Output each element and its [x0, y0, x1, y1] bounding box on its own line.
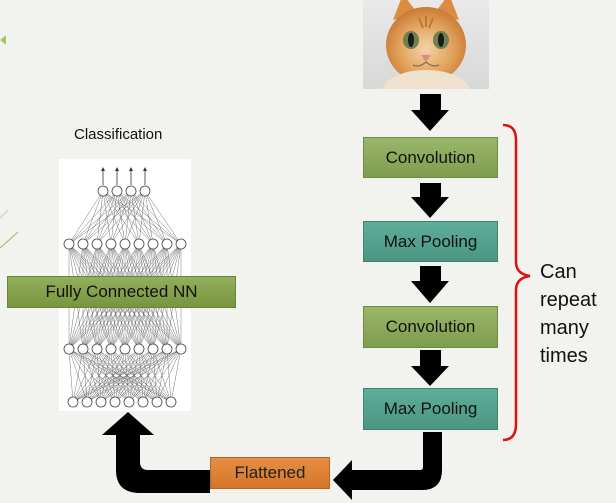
nn-node — [147, 238, 159, 250]
nn-node — [81, 396, 93, 408]
down-arrow-2 — [411, 183, 449, 218]
nn-node — [91, 238, 103, 250]
nn-node — [97, 185, 109, 197]
max-pooling-box-2: Max Pooling — [363, 388, 498, 430]
repeat-note-line: many — [540, 317, 589, 339]
nn-node — [119, 343, 131, 355]
nn-node — [165, 396, 177, 408]
nn-node — [77, 343, 89, 355]
to-fcnn-arrow — [102, 412, 210, 493]
nn-node — [137, 396, 149, 408]
down-arrow-1 — [411, 94, 449, 131]
decor-line — [0, 231, 19, 249]
nn-node — [151, 396, 163, 408]
nn-node — [133, 343, 145, 355]
nn-node — [161, 238, 173, 250]
nn-node — [105, 343, 117, 355]
to-flattened-arrow — [333, 432, 442, 500]
down-arrow-4 — [411, 350, 449, 386]
nn-node — [105, 238, 117, 250]
nn-node — [67, 396, 79, 408]
max-pooling-box-1: Max Pooling — [363, 221, 498, 262]
nn-node — [119, 238, 131, 250]
decor-triangle — [0, 35, 6, 45]
flattened-box: Flattened — [210, 457, 330, 489]
nn-node — [161, 343, 173, 355]
nn-node — [63, 238, 75, 250]
nn-node — [125, 185, 137, 197]
cat-input-image — [363, 0, 489, 89]
decor-line — [0, 209, 9, 219]
repeat-note: Can repeat many times — [540, 258, 597, 370]
nn-node — [147, 343, 159, 355]
convolution-box-2: Convolution — [363, 306, 498, 348]
nn-node — [139, 185, 151, 197]
nn-node — [111, 185, 123, 197]
repeat-brace — [502, 123, 531, 442]
down-arrow-3 — [411, 266, 449, 303]
classification-title: Classification — [74, 126, 163, 143]
fully-connected-nn-label: Fully Connected NN — [7, 276, 236, 308]
nn-node — [123, 396, 135, 408]
convolution-box-1: Convolution — [363, 137, 498, 178]
nn-node — [77, 238, 89, 250]
nn-node — [109, 396, 121, 408]
nn-node — [133, 238, 145, 250]
repeat-note-line: repeat — [540, 289, 597, 311]
nn-node — [175, 343, 187, 355]
nn-node — [91, 343, 103, 355]
repeat-note-line: times — [540, 345, 588, 367]
cat-illustration — [382, 0, 470, 89]
nn-node — [95, 396, 107, 408]
nn-node — [175, 238, 187, 250]
repeat-note-line: Can — [540, 261, 577, 283]
nn-node — [63, 343, 75, 355]
